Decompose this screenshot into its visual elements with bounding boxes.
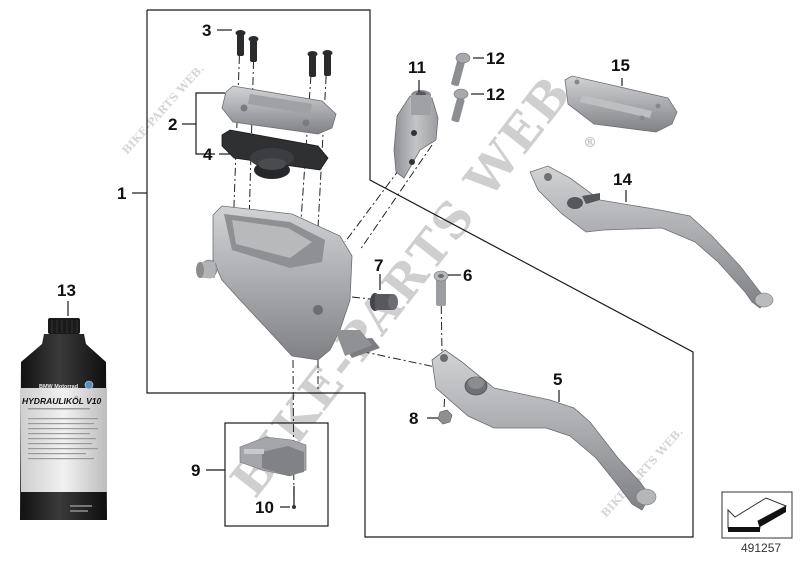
- callout-3: 3: [202, 21, 212, 40]
- callout-8: 8: [409, 409, 419, 428]
- part-2-reservoir-cover: [221, 85, 337, 135]
- callout-6: 6: [463, 266, 473, 285]
- callout-14: 14: [613, 170, 632, 189]
- part-4-diaphragm: [221, 129, 329, 179]
- callout-1: 1: [117, 184, 127, 203]
- assembly-frame: [146, 9, 694, 538]
- callout-4: 4: [203, 145, 213, 164]
- callout-9: 9: [191, 461, 201, 480]
- callout-5: 5: [553, 370, 563, 389]
- callout-12a: 12: [486, 49, 505, 68]
- direction-arrow-icon: [721, 491, 793, 539]
- part-15-cover-plate: [564, 75, 678, 133]
- part-6-bolt: [433, 270, 449, 306]
- part-14-lever: [529, 165, 774, 309]
- part-1-master-cylinder: [196, 205, 380, 361]
- callout-2: 2: [168, 115, 178, 134]
- bottle-brand: BMW Motorrad: [39, 384, 78, 390]
- part-5-lever: [431, 349, 657, 511]
- part-9-switch: [239, 436, 307, 477]
- part-8-nut: [437, 409, 453, 425]
- part-12-bolts: [451, 52, 471, 123]
- watermark-small-top: BIKE-PARTS WEB.: [120, 62, 207, 157]
- part-11-clamp: [393, 90, 439, 179]
- callout-10: 10: [255, 498, 274, 517]
- callout-13: 13: [57, 281, 76, 300]
- part-10-pin: [292, 486, 296, 509]
- callout-7: 7: [374, 256, 384, 275]
- part-7-bushing: [370, 293, 398, 311]
- watermark-registered: ®: [583, 135, 597, 151]
- part-9-frame: [224, 422, 329, 527]
- callout-15: 15: [611, 56, 630, 75]
- part-13-bottle: BMW Motorrad HYDRAULIKÖL V10: [20, 318, 107, 520]
- leader-lines: [67, 29, 627, 508]
- figure-number: 491257: [741, 541, 782, 555]
- part-3-screws: [235, 30, 333, 77]
- bmw-roundel-icon: [84, 380, 94, 390]
- callout-12b: 12: [486, 85, 505, 104]
- bottle-product: HYDRAULIKÖL V10: [22, 396, 101, 406]
- callout-11: 11: [408, 58, 426, 77]
